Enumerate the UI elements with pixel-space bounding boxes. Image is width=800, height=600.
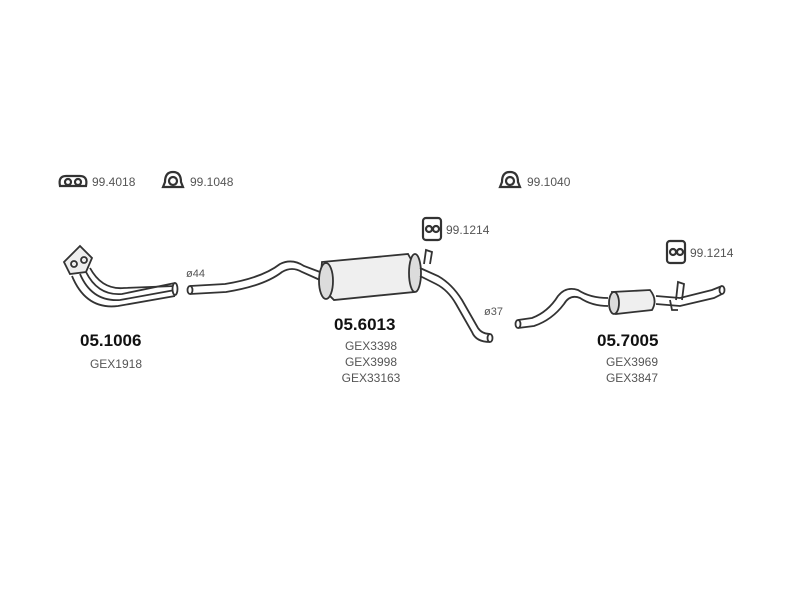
hanger-label-middle: 99.1214 xyxy=(446,223,490,237)
cross-ref: GEX33163 xyxy=(341,371,401,385)
rubber-hanger-icon[interactable] xyxy=(421,216,443,242)
part-number-middle[interactable]: 05.6013 xyxy=(334,315,396,334)
clamp-label-99-1048: 99.1048 xyxy=(190,175,234,189)
part-number-rear[interactable]: 05.7005 xyxy=(597,331,659,350)
clamp-label-99-4018: 99.4018 xyxy=(92,175,136,189)
clamp-label-99-1040: 99.1040 xyxy=(527,175,571,189)
cross-ref: GEX1918 xyxy=(89,357,143,371)
double-clamp-icon[interactable] xyxy=(58,174,88,188)
u-clamp-icon[interactable] xyxy=(498,170,522,189)
rear-silencer-pipe[interactable] xyxy=(514,280,726,329)
cross-ref-rear: GEX3969 GEX3847 xyxy=(600,354,664,386)
front-pipe[interactable] xyxy=(62,244,179,308)
diameter-label-37: ø37 xyxy=(484,306,503,318)
hanger-label-rear: 99.1214 xyxy=(690,246,734,260)
cross-ref: GEX3998 xyxy=(344,355,398,369)
rubber-hanger-icon[interactable] xyxy=(665,239,687,265)
u-clamp-icon[interactable] xyxy=(161,170,185,189)
diameter-label-44: ø44 xyxy=(186,268,205,280)
cross-ref-middle: GEX3398 GEX3998 GEX33163 xyxy=(336,338,406,386)
cross-ref: GEX3969 xyxy=(605,355,659,369)
part-number-front[interactable]: 05.1006 xyxy=(80,331,142,350)
cross-ref: GEX3398 xyxy=(344,339,398,353)
cross-ref: GEX3847 xyxy=(605,371,659,385)
middle-silencer-pipe[interactable] xyxy=(186,248,494,343)
cross-ref-front: GEX1918 xyxy=(84,356,148,372)
